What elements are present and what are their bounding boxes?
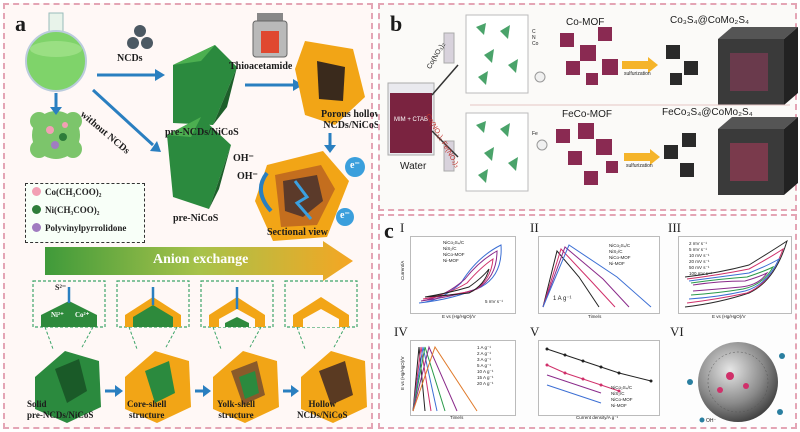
xlabel: Time/s — [588, 314, 602, 319]
panel-b-label: b — [390, 11, 403, 36]
autoclave-icon — [252, 13, 288, 58]
legend-item: Ni(CH₃COO)₂ — [32, 205, 99, 219]
oh-ion-label: OH⁻ — [706, 418, 717, 424]
panel-a-artwork — [25, 12, 367, 423]
subpanel-label: I — [400, 220, 405, 235]
green-prism-bottom — [167, 117, 231, 209]
legend-iron: Fe — [532, 131, 538, 137]
sectional-view-label: Sectional view — [267, 227, 328, 238]
xlabel: Current density/A g⁻¹ — [576, 415, 619, 420]
xlabel: Time/s — [450, 415, 464, 420]
sulfurization-label: sulfurization — [626, 163, 653, 169]
xlabel: E vs (Hg/HgO)/V — [442, 314, 476, 319]
feco-mof-label: FeCo-MOF — [562, 109, 612, 120]
sulfurization-label: sulfurization — [624, 71, 651, 77]
xlabel: E vs (Hg/HgO)/V — [712, 314, 746, 319]
pre-ncds-label: pre-NCDs/NiCoS — [165, 127, 239, 138]
electron-label: e⁻ — [350, 160, 360, 171]
core-shell-prism — [125, 351, 191, 423]
precursor-legend: Co(CH₃COO)₂ Ni(CH₃COO)₂ Polyvinylpyrroli… — [25, 183, 145, 243]
legend-cobalt: Co — [532, 41, 539, 47]
electron-label: e⁻ — [340, 210, 350, 221]
cv-rate: 5 mV s⁻¹ — [485, 299, 503, 304]
subpanel-label: III — [668, 220, 681, 235]
legend-item: Co(CH₃COO)₂ — [32, 187, 101, 201]
cobalt-ion-label: Co²⁺ — [75, 311, 90, 319]
pre-nicos-label: pre-NiCoS — [173, 213, 219, 224]
mim-ctab-label: MIM + CTAB — [394, 117, 429, 123]
hollow-prism — [301, 351, 367, 423]
oh-label: OH⁻ — [233, 153, 254, 164]
nanocage-cube — [718, 27, 798, 105]
legend-nitrogen: N — [532, 35, 536, 41]
product-1-label: Co₃S₄@CoMo₂S₄ — [670, 15, 750, 26]
electron-icon — [336, 208, 354, 226]
panel-a: a — [3, 3, 382, 429]
gcd-rate: 1 A g⁻¹ — [553, 296, 572, 302]
subpanel-label: VI — [670, 324, 684, 339]
anion-exchange-arrow — [45, 241, 353, 281]
sectional-view-hex — [255, 151, 349, 241]
test-tube-icon — [443, 32, 455, 64]
test-tube-icon — [443, 140, 455, 172]
yolk-shell-prism — [213, 351, 279, 423]
flask-icon — [25, 12, 87, 92]
panel-a-label: a — [15, 11, 26, 36]
subpanel-label: IV — [394, 324, 408, 339]
arrow-diagonal-icon — [91, 88, 155, 147]
anion-exchange-label: Anion exchange — [153, 252, 249, 267]
sulfide-ion-label: S²⁻ — [55, 283, 67, 292]
legend-item: Polyvinylpyrrolidone — [32, 223, 126, 237]
beaker-icon — [387, 82, 435, 156]
electron-icon — [345, 157, 365, 177]
subpanel-label: V — [530, 324, 540, 339]
nickel-ion-label: Ni²⁺ — [51, 311, 64, 319]
precursor-cluster-icon — [30, 111, 82, 159]
co-mof-label: Co-MOF — [566, 17, 605, 28]
oh-label: OH⁻ — [237, 171, 258, 182]
panel-b: b — [378, 3, 798, 211]
green-prism-top — [173, 45, 237, 125]
ncds-label: NCDs — [117, 53, 143, 64]
subpanel-label: II — [530, 220, 539, 235]
water-label: Water — [400, 161, 427, 172]
solid-prism — [35, 351, 101, 423]
panel-c-label: c — [384, 218, 394, 243]
porous-hollow-hex — [295, 41, 365, 125]
legend-carbon: C — [532, 29, 536, 35]
panel-b-artwork — [387, 14, 798, 195]
thioacetamide-label: Thioacetamide — [229, 61, 293, 72]
ncds-dots-icon — [127, 25, 153, 49]
product-2-label: FeCo₃S₄@CoMo₂S₄ — [662, 107, 753, 118]
nanocage-cube — [718, 117, 798, 195]
porous-hollow-label: Porous hollow NCDs/NiCoS — [321, 109, 382, 131]
sphere-illustration — [687, 342, 785, 423]
